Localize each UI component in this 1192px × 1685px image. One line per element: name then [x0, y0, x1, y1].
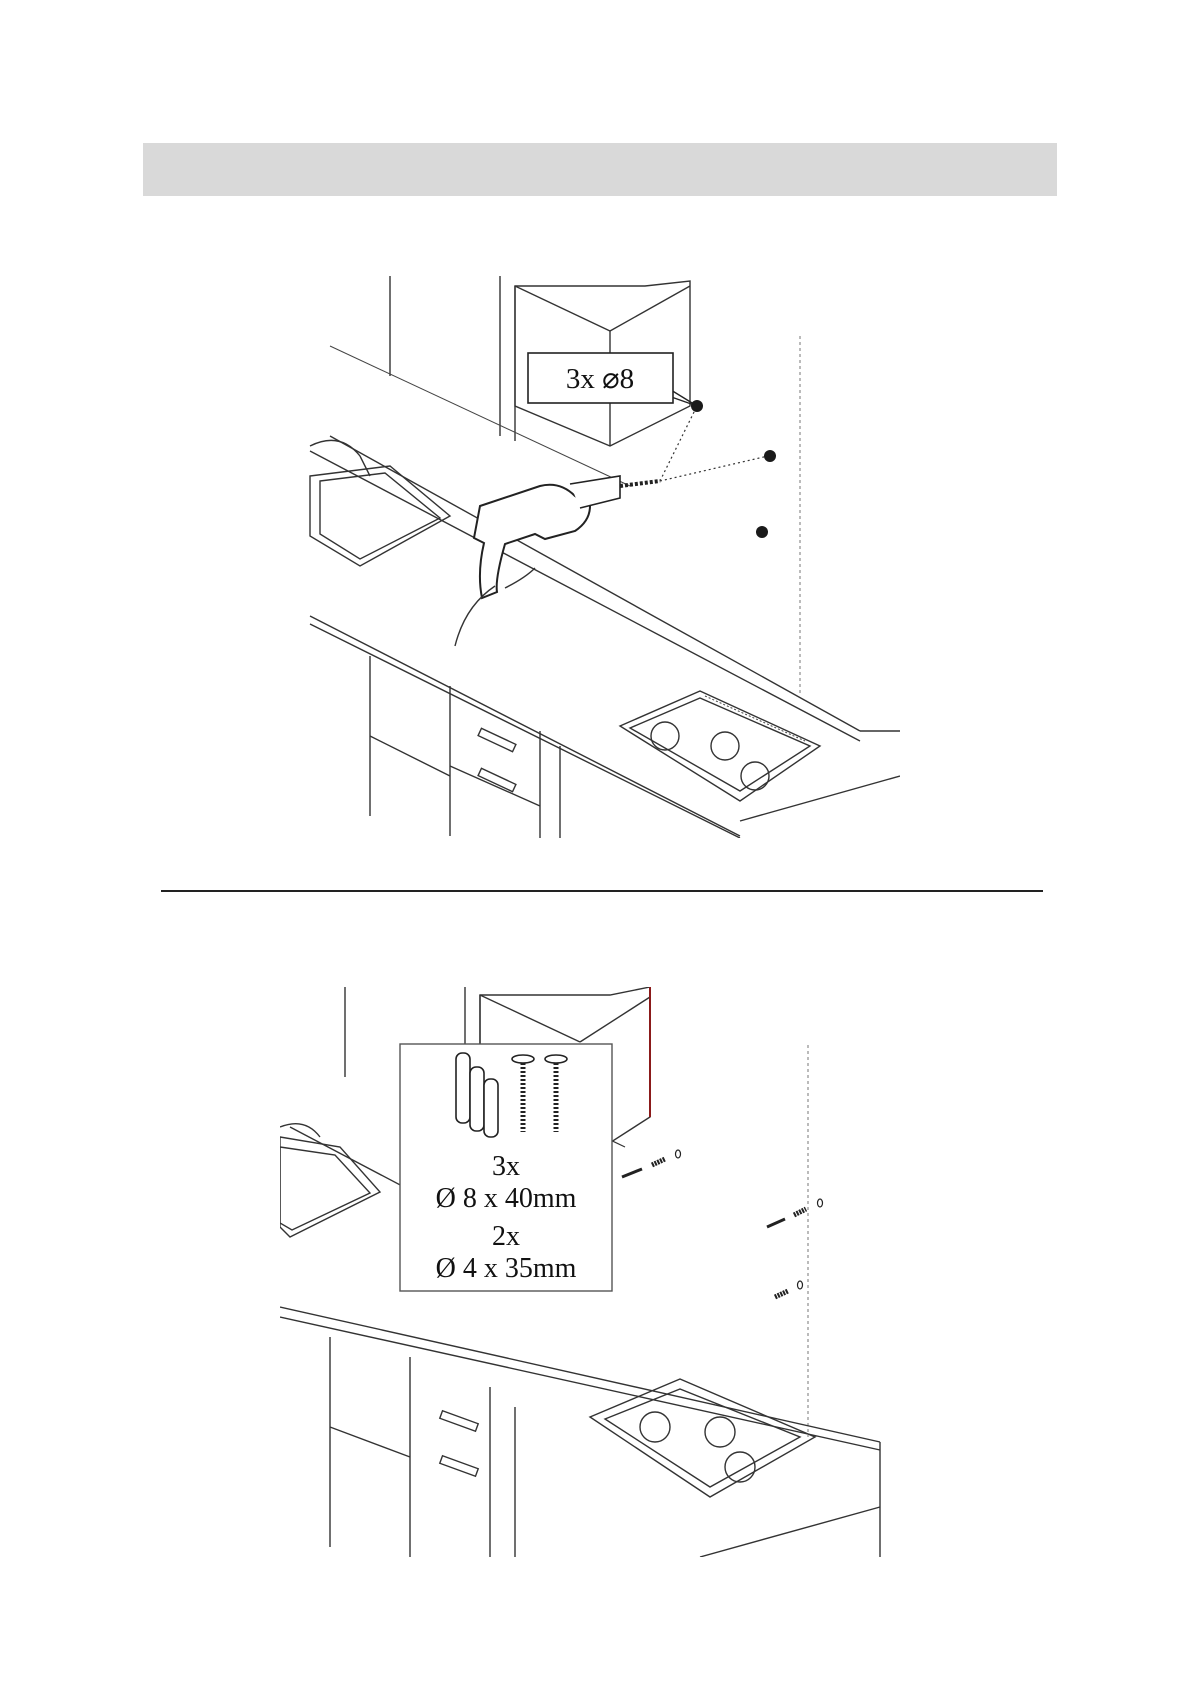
pack-label-large-qty: 3x [492, 1151, 520, 1182]
drill-hole-icon [676, 1150, 823, 1289]
power-drill-icon [455, 476, 660, 646]
drill-hole-icon [764, 450, 776, 462]
screw-icon [622, 1169, 785, 1227]
pack-label-large-size: Ø 8 x 40mm [436, 1183, 577, 1214]
anchor-illustration: 3x Ø 8 x 40mm 2x Ø 4 x 35mm [280, 987, 920, 1557]
drill-hole-icon [756, 526, 768, 538]
figure-drill-holes: 3x ⌀8 [300, 276, 900, 838]
pack-label-small-qty: 2x [492, 1221, 520, 1252]
drill-hole-icon [691, 400, 703, 412]
callout-label: 3x ⌀8 [566, 363, 634, 395]
section-header-bar [143, 143, 1057, 196]
wall-plug-icon [652, 1159, 806, 1297]
section-divider [161, 890, 1043, 892]
pack-label-small-size: Ø 4 x 35mm [436, 1253, 577, 1284]
figure-anchors-screws: 3x Ø 8 x 40mm 2x Ø 4 x 35mm [280, 987, 920, 1557]
drill-illustration: 3x ⌀8 [300, 276, 900, 838]
